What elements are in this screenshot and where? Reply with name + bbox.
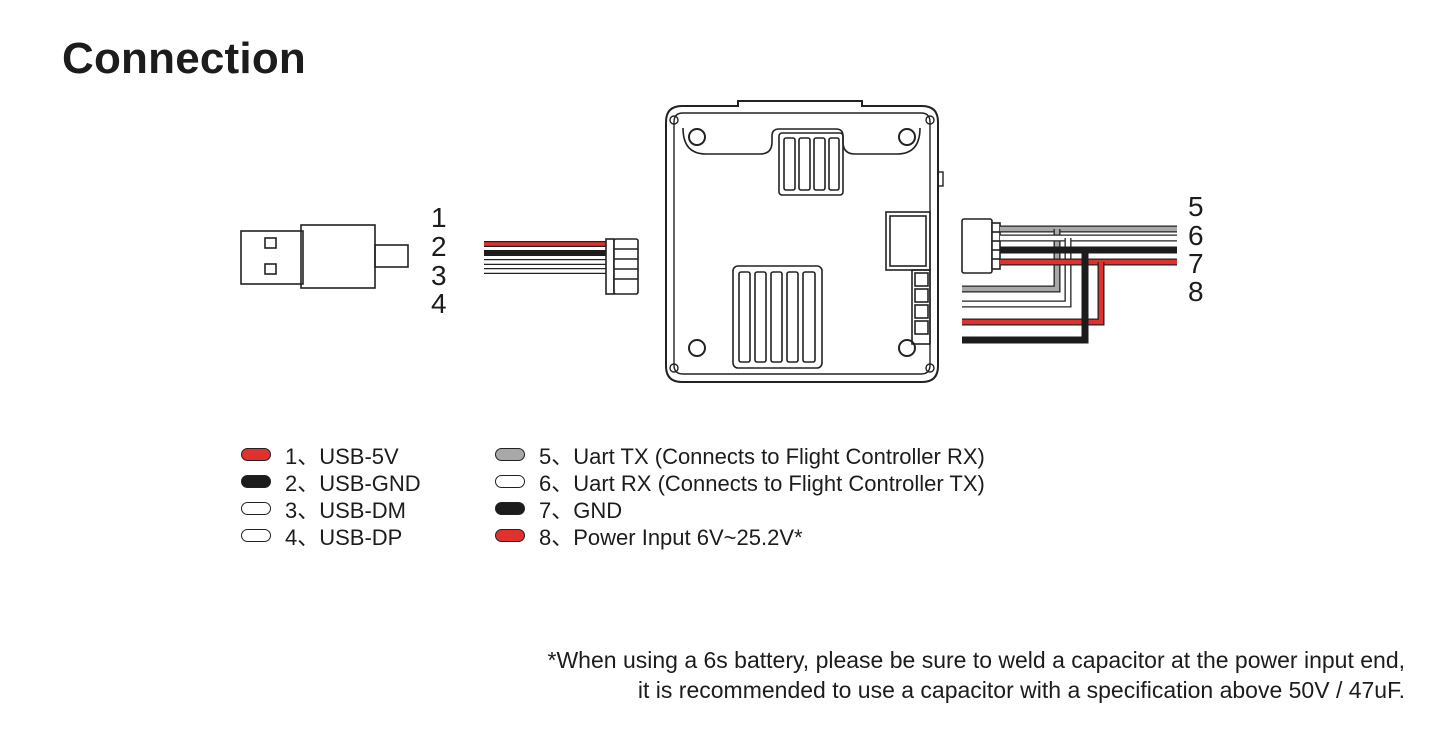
wire-color-swatch (495, 448, 525, 461)
right-pin-label-7: 7 (1188, 248, 1204, 279)
module-side-ports (885, 211, 931, 345)
right-pin-label-8: 8 (1188, 276, 1204, 307)
legend-item: 1、USB-5V (241, 441, 421, 469)
left-pin-label-4: 4 (431, 288, 447, 319)
uart-wire-harness (962, 225, 1177, 344)
wire-7-black (962, 246, 1177, 344)
legend-label: 1、USB-5V (285, 443, 399, 469)
legend-label: 2、USB-GND (285, 470, 421, 496)
left-pin-label-3: 3 (431, 260, 447, 291)
right-pin-label-6: 6 (1188, 220, 1204, 251)
legend-item: 5、Uart TX (Connects to Flight Controller… (495, 441, 985, 469)
wire-color-swatch (495, 529, 525, 542)
legend-item: 3、USB-DM (241, 495, 421, 523)
uart-jst-connector (961, 218, 1001, 274)
legend-label: 8、Power Input 6V~25.2V* (539, 524, 803, 550)
left-pin-label-1: 1 (431, 202, 447, 233)
usb-wire-harness (484, 238, 639, 295)
legend-item: 8、Power Input 6V~25.2V* (495, 522, 985, 550)
left-pin-label-2: 2 (431, 231, 447, 262)
wire-color-swatch (495, 502, 525, 515)
legend-uart: 5、Uart TX (Connects to Flight Controller… (495, 441, 985, 550)
wire-color-swatch (241, 475, 271, 488)
footnote-line-1: *When using a 6s battery, please be sure… (547, 647, 1405, 673)
wire-color-swatch (495, 475, 525, 488)
usb-jst-connector (605, 238, 639, 295)
legend-usb: 1、USB-5V 2、USB-GND 3、USB-DM 4、USB-DP (241, 441, 421, 550)
bottom-heatsink-grille (732, 265, 823, 369)
legend-item: 7、GND (495, 495, 985, 523)
legend-label: 5、Uart TX (Connects to Flight Controller… (539, 443, 985, 469)
vtx-module (665, 100, 944, 383)
wire-color-swatch (241, 448, 271, 461)
legend-item: 4、USB-DP (241, 522, 421, 550)
wire-color-swatch (241, 502, 271, 515)
legend-item: 6、Uart RX (Connects to Flight Controller… (495, 468, 985, 496)
page-title: Connection (62, 34, 306, 83)
legend-label: 7、GND (539, 497, 623, 523)
right-pin-label-5: 5 (1188, 191, 1204, 222)
legend-label: 6、Uart RX (Connects to Flight Controller… (539, 470, 985, 496)
legend-label: 3、USB-DM (285, 497, 407, 523)
legend-label: 4、USB-DP (285, 524, 403, 550)
legend-item: 2、USB-GND (241, 468, 421, 496)
wire-color-swatch (241, 529, 271, 542)
capacitor-footnote: *When using a 6s battery, please be sure… (548, 645, 1405, 705)
top-heatsink-grille (778, 132, 844, 196)
footnote-line-2: it is recommended to use a capacitor wit… (637, 677, 1405, 703)
usb-plug (240, 224, 409, 289)
